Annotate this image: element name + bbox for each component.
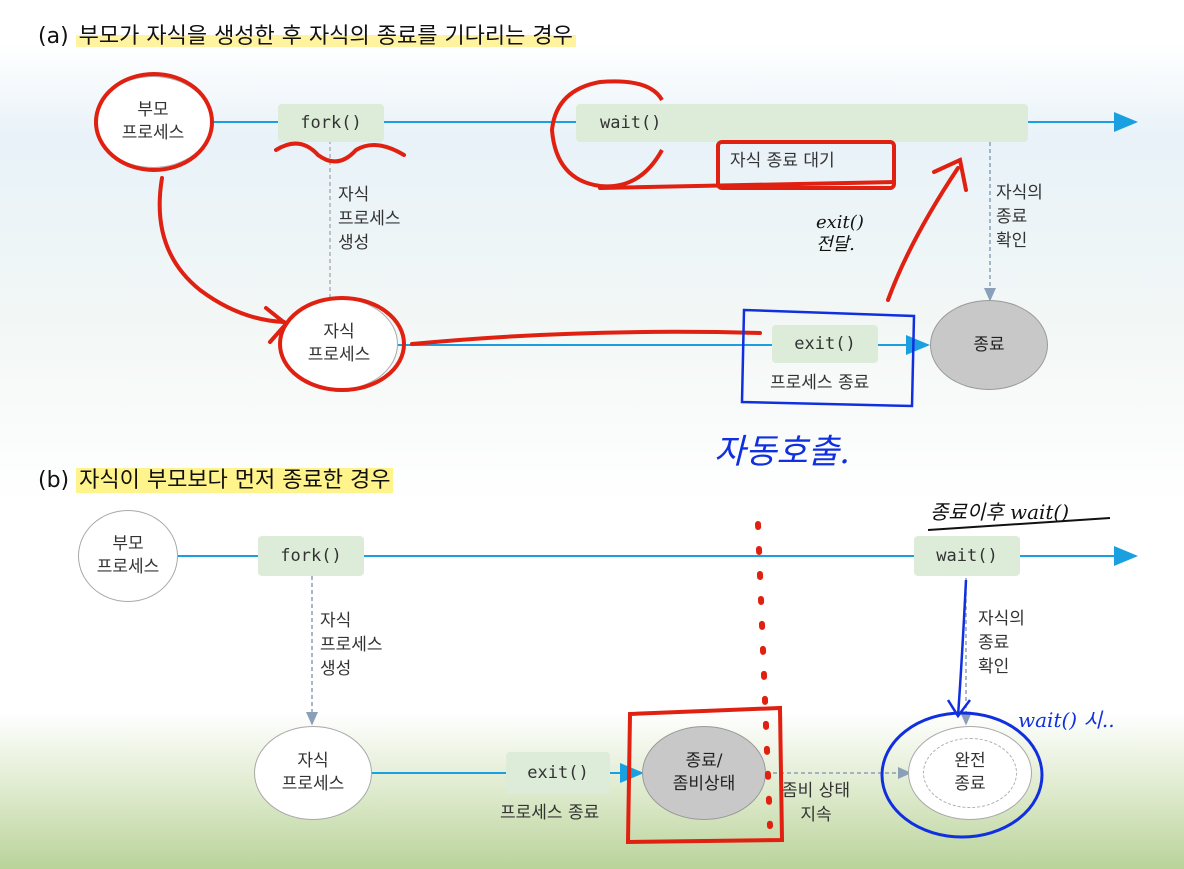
b-parent-process: 부모 프로세스 xyxy=(78,510,178,602)
note-exit-deliver: exit() 전달. xyxy=(816,212,864,255)
b-zombie-label: 좀비 상태 지속 xyxy=(782,781,850,825)
a-exit-label: 프로세스 종료 xyxy=(770,373,870,393)
section-b-heading: (b) 자식이 부모보다 먼저 종료한 경우 xyxy=(38,462,394,494)
a-create-label: 자식 프로세스 생성 xyxy=(338,185,401,253)
b-confirm-label: 자식의 종료 확인 xyxy=(978,609,1025,677)
section-a-heading: (a) 부모가 자식을 생성한 후 자식의 종료를 기다리는 경우 xyxy=(38,18,576,50)
a-confirm-label: 자식의 종료 확인 xyxy=(996,183,1043,251)
section-b-title: 자식이 부모보다 먼저 종료한 경우 xyxy=(76,468,394,493)
a-parent-process: 부모 프로세스 xyxy=(94,76,212,168)
section-a-title: 부모가 자식을 생성한 후 자식의 종료를 기다리는 경우 xyxy=(75,24,576,49)
a-child-process: 자식 프로세스 xyxy=(280,298,398,390)
a-wait-box: wait() xyxy=(576,104,1028,142)
b-zombie-node: 종료/ 좀비상태 xyxy=(642,726,766,820)
b-complete-node: 완전 종료 xyxy=(908,726,1032,820)
note-wait-after: 종료이후 wait() xyxy=(930,500,1070,524)
note-wait-call: wait() 시.. xyxy=(1018,708,1115,732)
b-fork-box: fork() xyxy=(258,536,364,576)
a-fork-box: fork() xyxy=(278,104,384,142)
a-end-node: 종료 xyxy=(930,300,1048,390)
section-a-prefix: (a) xyxy=(38,24,76,49)
b-exit-label: 프로세스 종료 xyxy=(500,803,600,823)
a-wait-label: 자식 종료 대기 xyxy=(730,151,835,171)
a-wait-text: wait() xyxy=(600,113,662,133)
section-b-prefix: (b) xyxy=(38,468,77,493)
b-create-label: 자식 프로세스 생성 xyxy=(320,611,383,679)
a-exit-box: exit() xyxy=(772,325,878,363)
b-wait-box: wait() xyxy=(914,536,1020,576)
note-auto-call: 자동호출. xyxy=(714,432,850,472)
b-exit-box: exit() xyxy=(506,752,610,794)
b-child-process: 자식 프로세스 xyxy=(254,726,372,820)
